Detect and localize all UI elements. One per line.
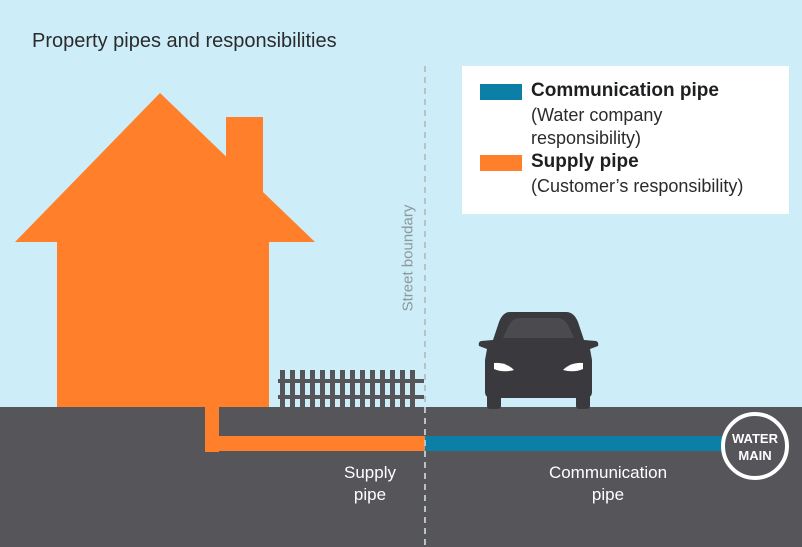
street-boundary-label: Street boundary	[399, 204, 417, 312]
communication-pipe-label-line-2: pipe	[591, 485, 625, 504]
car-icon	[478, 312, 599, 409]
legend-communication-pipe-title: Communication pipe	[531, 80, 719, 101]
legend-supply-pipe-title: Supply pipe	[531, 151, 639, 172]
supply-pipe-label: Supply pipe	[320, 462, 420, 506]
diagram-title: Property pipes and responsibilities	[32, 30, 337, 52]
house-icon	[15, 93, 315, 407]
communication-pipe-swatch	[480, 84, 522, 100]
communication-pipe-label: Communication pipe	[528, 462, 688, 506]
supply-pipe-label-line-2: pipe	[353, 485, 387, 504]
ground	[0, 407, 802, 547]
fence-icon	[278, 370, 424, 407]
communication-pipe	[425, 436, 727, 451]
legend-supply-pipe-desc: (Customer’s responsibility)	[531, 176, 744, 196]
supply-pipe-swatch	[480, 155, 522, 171]
legend-communication-pipe-desc-2: responsibility)	[531, 128, 642, 148]
legend: Communication pipe (Water company respon…	[462, 66, 789, 214]
legend-communication-pipe-desc-1: (Water company	[531, 105, 663, 125]
water-main-label-line-2: MAIN	[738, 448, 772, 463]
supply-pipe	[205, 407, 425, 452]
supply-pipe-label-line-1: Supply	[344, 463, 396, 482]
water-main-icon	[721, 412, 789, 480]
water-main-label: WATER MAIN	[724, 430, 786, 464]
communication-pipe-label-line-1: Communication	[548, 463, 668, 482]
water-main-label-line-1: WATER	[732, 431, 778, 446]
